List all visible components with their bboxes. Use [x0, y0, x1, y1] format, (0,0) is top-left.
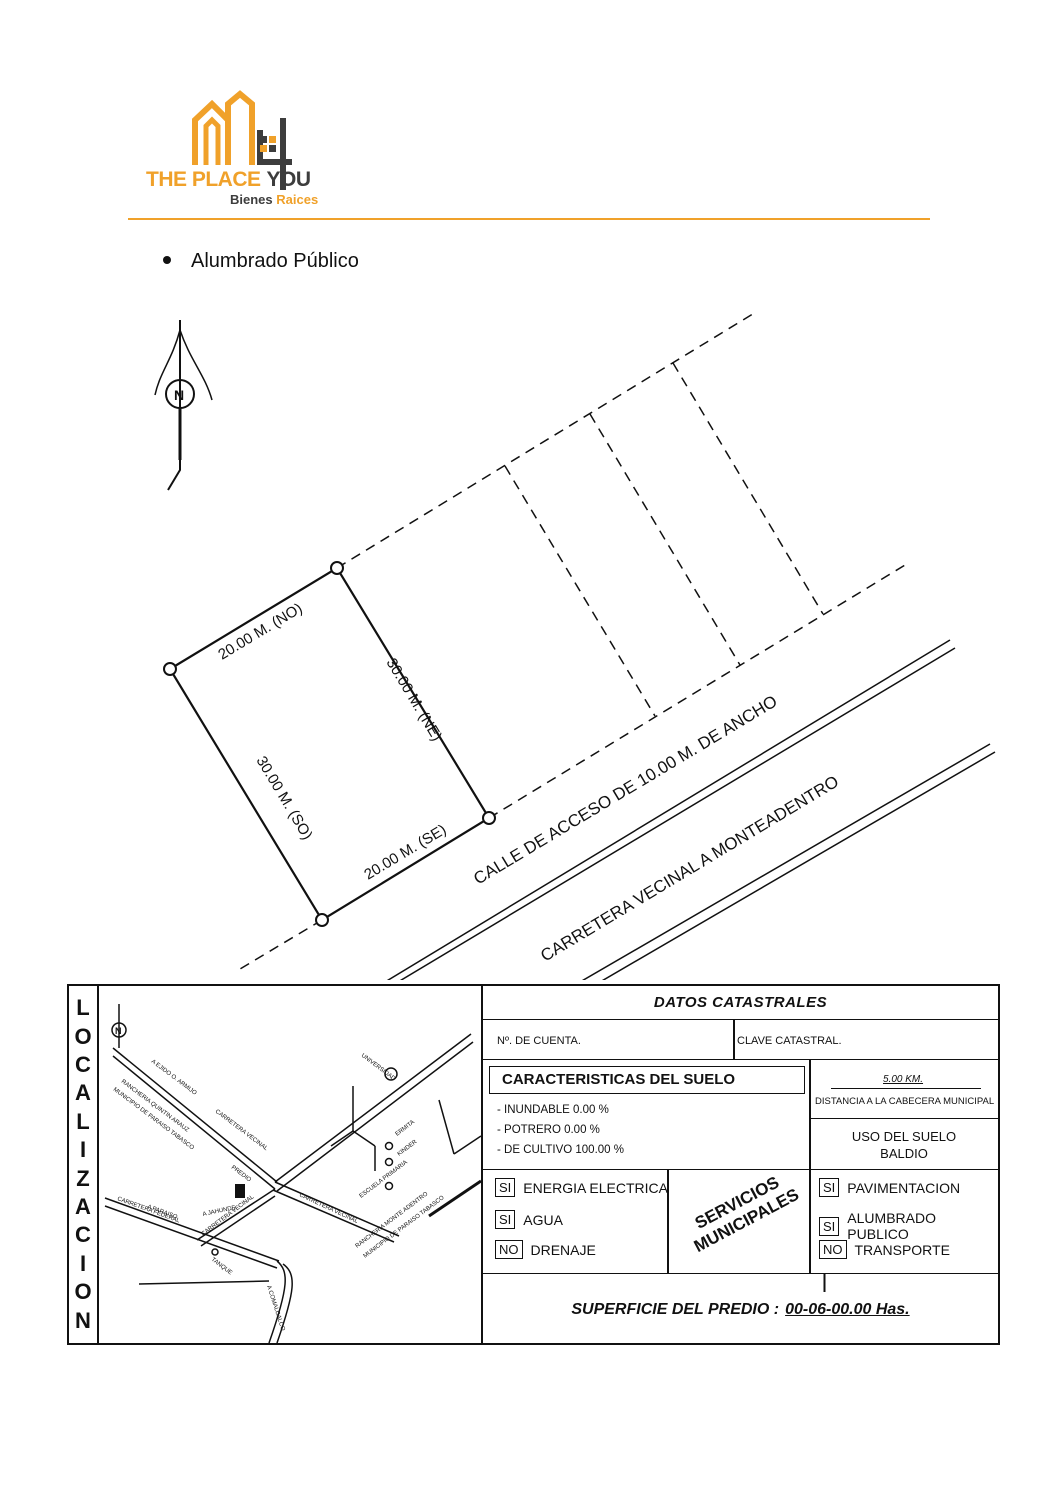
loc-letter: Z	[76, 1165, 90, 1191]
loc-letter: L	[76, 995, 90, 1021]
logo-subtitle: Bienes Raices	[230, 192, 318, 207]
land-use-label: USO DEL SUELO	[851, 1129, 957, 1144]
soil-section: CARACTERISTICAS DEL SUELO - INUNDABLE 0.…	[483, 1060, 999, 1171]
service-item: SI PAVIMENTACION	[819, 1178, 960, 1197]
divider	[733, 1020, 735, 1060]
bullet-text: Alumbrado Público	[191, 250, 359, 272]
north-label: N	[174, 387, 184, 403]
account-number-label: Nº. DE CUENTA.	[497, 1035, 581, 1047]
map-north-label: N	[115, 1026, 122, 1036]
location-panel: L O C A L I Z A C I O N N	[67, 984, 483, 1345]
logo-name-part1: THE PLACE	[146, 168, 261, 191]
loc-letter: A	[75, 1194, 91, 1220]
pen-mark-icon	[823, 1274, 826, 1292]
map-label: CARRETERA FEDERAL	[116, 1196, 181, 1224]
surface-area-row: SUPERFICIE DEL PREDIO : 00-06-00.00 Has.	[483, 1274, 998, 1345]
map-label: MUNICIPIO DE PARAISO TABASCO	[112, 1087, 195, 1152]
distance-label: DISTANCIA A LA CABECERA MUNICIPAL	[815, 1096, 995, 1107]
lot-plan-drawing: N 20.00 M. (NO) 30.00 M. (NE) 30.00 M. (…	[154, 311, 996, 980]
soil-flood: - INUNDABLE 0.00 %	[497, 1104, 609, 1116]
service-item: SI ALUMBRADO PUBLICO	[819, 1210, 998, 1242]
service-status: SI	[819, 1216, 840, 1236]
company-logo	[192, 90, 292, 190]
map-label: TANQUE	[210, 1257, 233, 1277]
map-label: ERMITA	[395, 1119, 416, 1137]
service-status: NO	[819, 1240, 847, 1259]
soil-pasture: - POTRERO 0.00 %	[497, 1124, 600, 1136]
service-status: SI	[819, 1178, 840, 1197]
service-item: SI ENERGIA ELECTRICA	[495, 1178, 668, 1197]
logo-sub-part2: Raices	[276, 192, 319, 207]
service-label: ENERGIA ELECTRICA	[523, 1179, 668, 1196]
header-divider	[128, 218, 930, 220]
cadastral-data-panel: DATOS CATASTRALES Nº. DE CUENTA. CLAVE C…	[483, 984, 1000, 1345]
loc-letter: C	[75, 1052, 91, 1078]
account-row: Nº. DE CUENTA. CLAVE CATASTRAL.	[483, 1020, 998, 1060]
loc-letter: A	[75, 1080, 91, 1106]
map-label: KINDER	[397, 1139, 419, 1158]
surface-value: 00-06-00.00 Has.	[785, 1300, 910, 1318]
divider	[667, 1170, 669, 1273]
logo-name-part2: YOU	[266, 168, 312, 191]
predio-marker	[235, 1184, 245, 1198]
loc-letter: I	[79, 1250, 87, 1276]
side-no-label: 20.00 M. (NO)	[215, 600, 305, 664]
service-status: SI	[495, 1178, 516, 1197]
logo-sub-part1: Bienes	[230, 192, 273, 207]
soil-characteristics-heading: CARACTERISTICAS DEL SUELO	[489, 1066, 805, 1094]
cadastral-key-label: CLAVE CATASTRAL.	[737, 1035, 842, 1047]
side-se-label: 20.00 M. (SE)	[361, 821, 449, 883]
loc-letter: O	[74, 1279, 92, 1305]
vecinal-road-label: CARRETERA VECINAL A MONTEADENTRO	[537, 772, 842, 966]
map-label: RANCHERIA QUINTIN ARAUZ	[120, 1079, 190, 1134]
cadastral-title: DATOS CATASTRALES	[483, 986, 998, 1020]
bullet-icon	[163, 255, 171, 264]
service-label: TRANSPORTE	[854, 1241, 950, 1258]
location-map: N A EJIDO O. ARMIJO CARRETERA VECINAL	[104, 1004, 481, 1343]
side-ne-label: 30.00 M. (NE)	[383, 655, 446, 744]
distance-value: 5.00 KM.	[883, 1074, 924, 1085]
service-label: AGUA	[523, 1211, 563, 1228]
soil-cultivation: - DE CULTIVO 100.00 %	[497, 1144, 624, 1156]
service-item: SI AGUA	[495, 1210, 563, 1229]
service-label: DRENAJE	[530, 1241, 596, 1258]
service-item: NO DRENAJE	[495, 1240, 596, 1259]
location-vertical-title: L O C A L I Z A C I O N	[69, 986, 99, 1343]
distance-line	[831, 1088, 981, 1089]
loc-letter: O	[74, 1023, 92, 1049]
map-label: ESCUELA PRIMARIA	[359, 1160, 409, 1200]
service-label: PAVIMENTACION	[847, 1179, 961, 1196]
service-item: NO TRANSPORTE	[819, 1240, 950, 1259]
map-label: MUNICIPIO DE PARAISO TABASCO	[363, 1195, 446, 1260]
loc-letter: N	[75, 1307, 91, 1333]
loc-letter: I	[79, 1137, 87, 1163]
divider	[809, 1170, 811, 1273]
map-north-icon: N	[111, 1004, 127, 1048]
map-label: CARRETERA VECINAL	[298, 1192, 359, 1225]
loc-letter: C	[75, 1222, 91, 1248]
side-so-label: 30.00 M. (SO)	[253, 753, 316, 843]
loc-letter: L	[76, 1108, 90, 1134]
service-label: ALUMBRADO PUBLICO	[847, 1210, 936, 1242]
service-status: SI	[495, 1210, 516, 1229]
land-use-value: BALDIO	[880, 1146, 928, 1161]
municipal-services-stamp: SERVICIOS MUNICIPALES	[677, 1165, 807, 1259]
surface-label: SUPERFICIE DEL PREDIO :	[571, 1300, 780, 1318]
service-status: NO	[495, 1240, 523, 1259]
bullet-list-item: Alumbrado Público	[163, 250, 359, 273]
access-road-label: CALLE DE ACCESO DE 10.00 M. DE ANCHO	[470, 692, 780, 889]
north-arrow-icon: N	[154, 320, 213, 491]
land-use-box: USO DEL SUELO BALDIO	[809, 1118, 999, 1171]
divider	[809, 1060, 811, 1169]
